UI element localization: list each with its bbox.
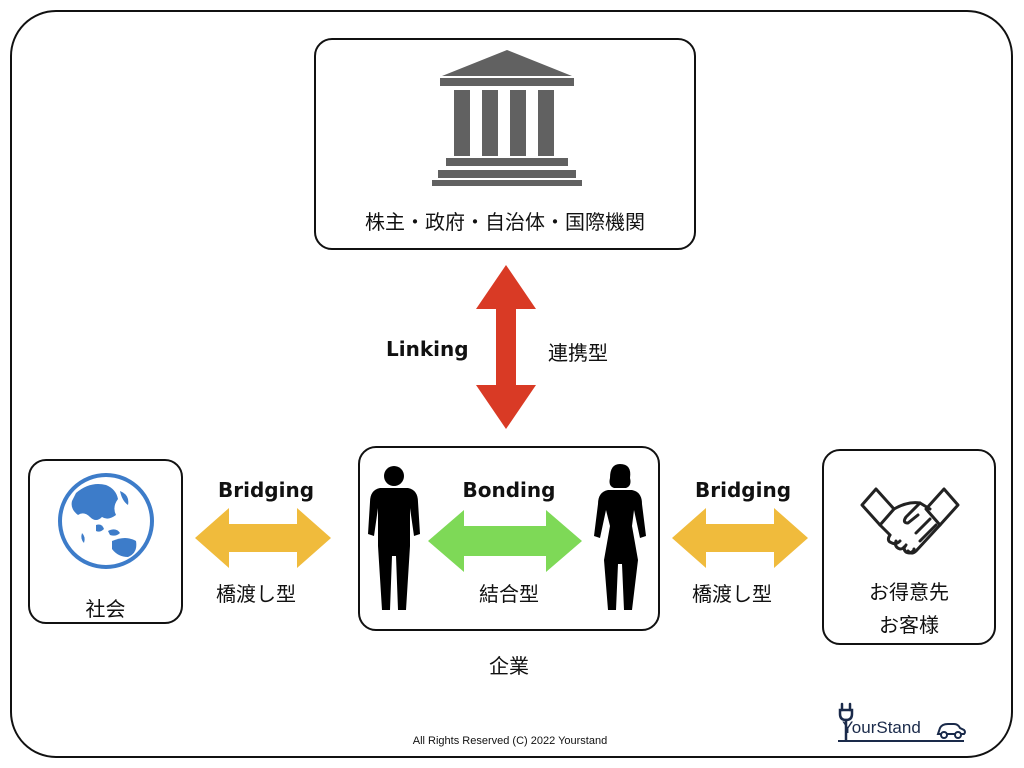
globe-icon (58, 473, 154, 569)
right-bridging-label: Bridging (695, 478, 792, 502)
linking-jp-label: 連携型 (548, 341, 608, 365)
left-bridging-arrow (195, 508, 331, 568)
institutions-box: 株主・政府・自治体・国際機関 (314, 38, 696, 250)
handshake-icon (860, 487, 960, 555)
plug-icon (838, 702, 854, 742)
society-box: 社会 (28, 459, 183, 624)
yourstand-logo: YourStand (838, 702, 968, 744)
bonding-arrow (428, 510, 582, 572)
woman-silhouette-icon (594, 464, 646, 610)
customers-label-line2: お客様 (879, 613, 939, 637)
right-bridging-arrow (672, 508, 808, 568)
bonding-label: Bonding (462, 478, 556, 502)
customers-box: お得意先 お客様 (822, 449, 996, 645)
left-bridging-jp-label: 橋渡し型 (216, 582, 296, 606)
logo-text: YourStand (842, 718, 921, 737)
copyright-text: All Rights Reserved (C) 2022 Yourstand (412, 735, 608, 747)
company-box: Bonding 結合型 (358, 446, 660, 631)
man-silhouette-icon (368, 466, 420, 610)
right-bridging-jp-label: 橋渡し型 (692, 582, 772, 606)
company-caption: 企業 (489, 654, 529, 678)
linking-label: Linking (386, 337, 469, 361)
customers-label-line1: お得意先 (869, 580, 949, 604)
left-bridging-label: Bridging (218, 478, 315, 502)
linking-arrow (476, 265, 536, 429)
institutions-label: 株主・政府・自治体・国際機関 (365, 210, 645, 234)
building-icon (432, 50, 582, 186)
logo-underline (838, 740, 964, 742)
car-icon (936, 723, 966, 739)
bonding-jp-label: 結合型 (479, 582, 539, 606)
outer-frame (10, 10, 1013, 758)
society-label: 社会 (85, 597, 126, 621)
